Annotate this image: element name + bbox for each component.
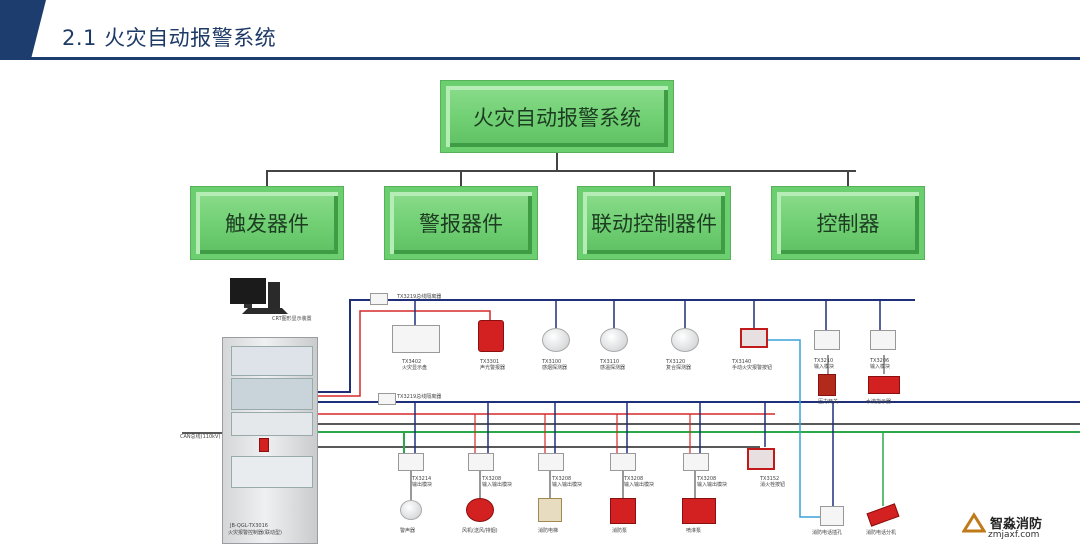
tree-drop-3 — [653, 170, 655, 188]
cabinet-printer — [231, 456, 313, 488]
page-title: 2.1 火灾自动报警系统 — [62, 26, 277, 50]
composite-detector — [671, 328, 699, 352]
sound-light-alarm — [478, 320, 504, 352]
fire-alarm-control-cabinet — [222, 337, 318, 544]
cabinet-name: 火灾报警控制器(联动型) — [228, 530, 282, 536]
tree-node-alarm-devices: 警报器件 — [385, 187, 537, 259]
tree-drop-1 — [266, 170, 268, 188]
top-sub-label-1: 压力开关 — [818, 399, 839, 405]
cabinet-model: JB-QGL-TX3016 — [230, 523, 268, 529]
tree-root-node: 火灾自动报警系统 — [441, 81, 673, 152]
tree-drop-2 — [460, 170, 462, 188]
tree-node-linkage-devices: 联动控制器件 — [578, 187, 730, 259]
bottom-device-label-5: TX3208 输入输出模块 — [697, 476, 728, 488]
top-device-label-5: TX3120 复合探测器 — [666, 359, 692, 371]
crt-label: CRT图形显示装置 — [272, 316, 312, 322]
bottom-sub-label-5: 喷淋泵 — [686, 528, 702, 534]
lower-drops-red — [474, 414, 691, 455]
io-module-1 — [468, 453, 494, 471]
bottom-sub-label-7: 消防电话分机 — [866, 530, 897, 536]
cabinet-handset — [259, 438, 269, 452]
brand-logo-icon — [962, 512, 986, 533]
fire-display-panel — [392, 325, 440, 353]
tree-stem — [556, 152, 558, 171]
hydrant-button — [747, 448, 775, 470]
fan-unit — [466, 498, 494, 522]
tree-node-controller: 控制器 — [772, 187, 924, 259]
top-bus-red — [318, 310, 491, 397]
pressure-switch — [818, 374, 836, 396]
crt-computer-icon — [230, 278, 288, 314]
input-module-1 — [814, 330, 840, 350]
top-bus-blue — [318, 299, 915, 393]
bottom-sub-label-1: 警声器 — [400, 528, 416, 534]
power-label: CAN总线(110kV) — [180, 434, 221, 440]
isolator-label-mid: TX3219总线隔离器 — [397, 394, 442, 400]
top-device-label-8: TX3206 输入模块 — [870, 358, 891, 370]
brand-url: zmjaxf.com — [988, 530, 1040, 540]
io-module-4 — [683, 453, 709, 471]
top-device-label-6: TX3140 手动火灾报警按钮 — [732, 359, 773, 371]
bottom-device-label-2: TX3208 输入输出模块 — [482, 476, 513, 488]
cabinet-keypad — [231, 412, 313, 436]
equipment-drops — [410, 355, 885, 500]
manual-alarm-button — [740, 328, 768, 348]
isolator-top — [370, 293, 388, 305]
sounder — [400, 500, 422, 520]
fire-elevator — [538, 498, 562, 522]
bottom-sub-label-3: 消防电梯 — [538, 528, 559, 534]
top-device-label-1: TX3402 火灾显示盘 — [402, 359, 428, 371]
output-module — [398, 453, 424, 471]
io-module-2 — [538, 453, 564, 471]
smoke-detector — [542, 328, 570, 352]
water-flow-indicator — [868, 376, 900, 394]
bottom-sub-label-4: 消防泵 — [612, 528, 628, 534]
bottom-sub-label-2: 风机(送风/排烟) — [462, 528, 498, 534]
bottom-device-label-3: TX3208 输入输出模块 — [552, 476, 583, 488]
bottom-sub-label-6: 消防电话插孔 — [812, 530, 843, 536]
sprinkler-pump — [682, 498, 716, 524]
top-device-label-7: TX3210 输入模块 — [814, 358, 835, 370]
io-module-3 — [610, 453, 636, 471]
brand-name: 智淼消防 — [990, 517, 1043, 532]
cabinet-display — [231, 346, 313, 376]
top-device-label-3: TX3100 感烟探测器 — [542, 359, 568, 371]
bottom-device-label-1: TX3214 输出模块 — [412, 476, 433, 488]
tree-node-trigger-devices: 触发器件 — [191, 187, 343, 259]
lower-drops — [414, 402, 766, 455]
tree-bar — [266, 170, 856, 172]
isolator-label-top: TX3219总线隔离器 — [397, 294, 442, 300]
fire-pump — [610, 498, 636, 524]
input-module-2 — [870, 330, 896, 350]
heat-detector — [600, 328, 628, 352]
cabinet-indicator-panel — [231, 378, 313, 410]
top-device-label-2: TX3301 声光警报器 — [480, 359, 506, 371]
header-rule — [0, 57, 1080, 60]
bottom-device-label-6: TX3152 消火栓按钮 — [760, 476, 786, 488]
isolator-mid — [378, 393, 396, 405]
phone-line — [767, 339, 820, 518]
bottom-device-label-4: TX3208 输入输出模块 — [624, 476, 655, 488]
top-device-label-4: TX3110 感温探测器 — [600, 359, 626, 371]
tree-drop-4 — [847, 170, 849, 188]
top-drops — [414, 300, 881, 330]
phone-jack — [820, 506, 844, 526]
top-sub-label-2: 水流指示器 — [866, 399, 892, 405]
